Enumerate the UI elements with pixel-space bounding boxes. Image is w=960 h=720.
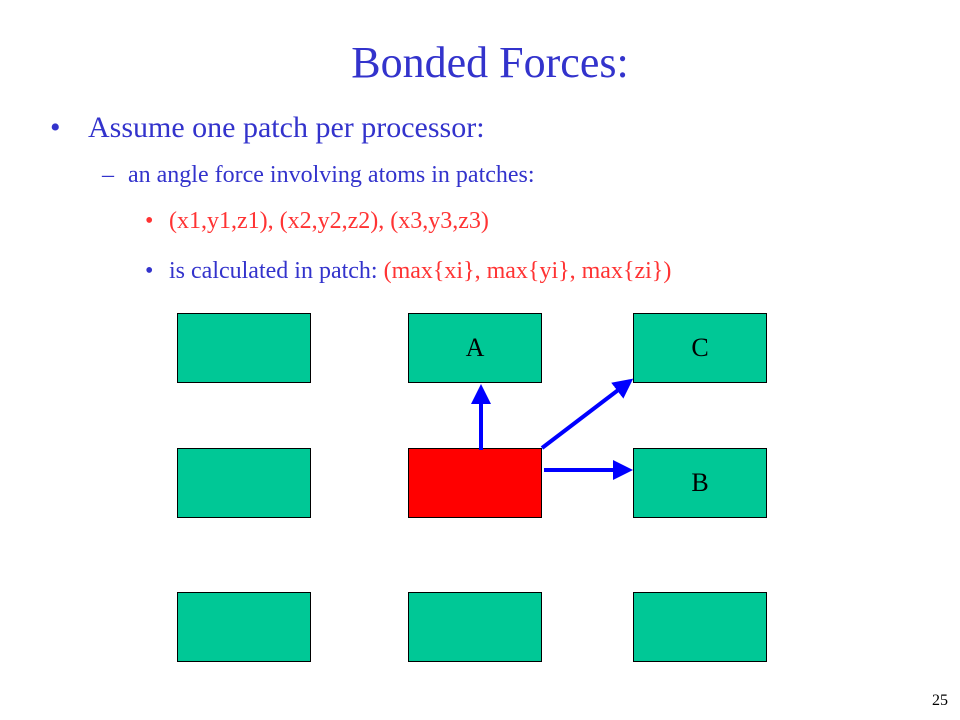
slide-title: Bonded Forces: — [351, 38, 629, 87]
bullet-marker: • — [145, 208, 154, 234]
bullet-text: is calculated in patch: (max{xi}, max{yi… — [169, 256, 671, 286]
patch-r1-c1 — [408, 448, 542, 518]
bullet-marker: • — [145, 258, 154, 284]
patch-r2-c2 — [633, 592, 767, 662]
patch-label: C — [691, 333, 709, 362]
patch-r2-c1 — [408, 592, 542, 662]
patch-r0-c0 — [177, 313, 311, 383]
arrow-to-patch-c — [540, 378, 634, 450]
patch-r0-c1: A — [408, 313, 542, 383]
patch-label: A — [465, 333, 485, 362]
bullet-text-highlight: (max{xi}, max{yi}, max{zi}) — [383, 258, 672, 284]
bullet-text: Assume one patch per processor: — [88, 111, 485, 144]
patch-r1-c2: B — [633, 448, 767, 518]
patch-r2-c0 — [177, 592, 311, 662]
bullet-text: an angle force involving atoms in patche… — [128, 162, 535, 188]
slide-number: 25 — [932, 692, 948, 709]
bullet-marker: – — [102, 162, 114, 188]
patch-label: B — [691, 468, 709, 497]
bullet-text: (x1,y1,z1), (x2,y2,z2), (x3,y3,z3) — [169, 208, 489, 234]
bullet-text-prefix: is calculated in patch: — [169, 258, 384, 284]
patch-r1-c0 — [177, 448, 311, 518]
patch-r0-c2: C — [633, 313, 767, 383]
bullet-marker: • — [50, 111, 61, 144]
